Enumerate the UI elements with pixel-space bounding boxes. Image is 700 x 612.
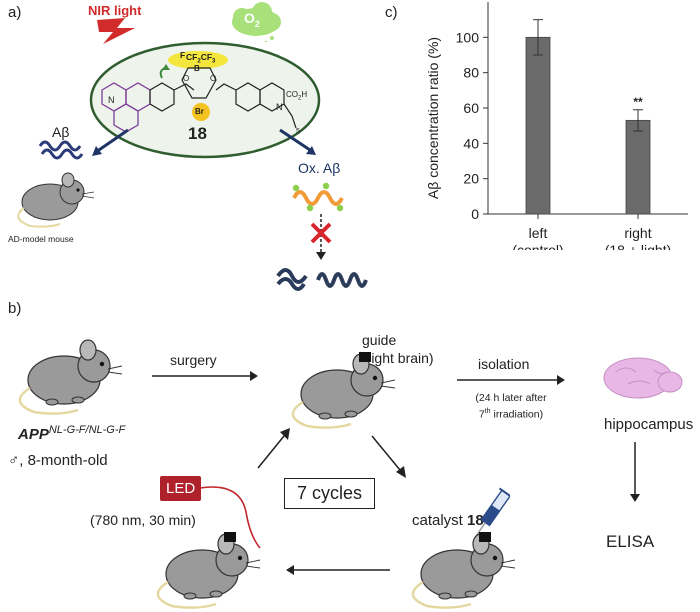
- y-tick-label: 80: [463, 65, 479, 81]
- co2h-label: CO2H: [286, 90, 308, 102]
- chart-ylabel: Aβ concentration ratio (%): [425, 37, 441, 199]
- isolation-timing-note: (24 h later after 7th irradiation): [475, 392, 547, 421]
- y-tick-label: 100: [456, 29, 480, 45]
- bf2-group-label: F: [180, 50, 186, 60]
- mouse-irradiation-icon: [150, 532, 260, 610]
- chart-axes: 0 20 40 60 80 100: [456, 2, 688, 222]
- oxygen-left-label: O: [183, 74, 190, 83]
- catalyst-label: catalyst 18: [412, 512, 484, 529]
- lightning-icon: [97, 18, 135, 44]
- catalyst-ellipse: [89, 41, 321, 159]
- oxidized-abeta-icon: [292, 182, 344, 212]
- bromine-label: Br: [195, 107, 204, 116]
- mouse-injection-icon: [405, 532, 515, 610]
- x-tick-label-line1: left: [529, 225, 548, 241]
- ad-model-mouse-caption: AD-model mouse: [8, 234, 74, 244]
- compound-number-18: 18: [188, 124, 207, 143]
- hippocampus-label: hippocampus: [604, 416, 694, 433]
- abeta-fiber-icon: [38, 140, 84, 160]
- genotype-label: APPNL-G-F/NL-G-F: [18, 424, 126, 443]
- panel-label-a: a): [8, 4, 22, 21]
- y-tick-label: 0: [471, 206, 479, 222]
- oxygen-right-label: O: [210, 74, 217, 83]
- led-parameters-label: (780 nm, 30 min): [90, 512, 196, 528]
- boron-label: B: [194, 64, 200, 73]
- o2-label: O2: [244, 10, 260, 29]
- subscript-5-label: 5: [296, 128, 300, 135]
- bar: [525, 36, 551, 215]
- y-tick-label: 40: [463, 135, 479, 151]
- arrow-isolation: [457, 375, 565, 385]
- mouse-guide-icon: [285, 352, 395, 430]
- ad-model-mouse-icon: [17, 172, 95, 228]
- surgery-label: surgery: [170, 352, 217, 368]
- bar: [625, 119, 651, 215]
- cf2cf3-label: CF2CF3: [186, 52, 216, 65]
- arrow-to-catalyst: [371, 435, 406, 478]
- guide-location-label: (right brain): [362, 350, 434, 366]
- chart-bars: **: [525, 19, 651, 215]
- led-box: LED: [160, 476, 202, 501]
- abeta-aggregates-icon: [276, 268, 368, 291]
- chart-xticks: left(control) right(18 + light): [512, 214, 671, 250]
- significance-mark: **: [633, 95, 643, 109]
- arrow-cycle-return: [257, 428, 290, 469]
- guide-label: guide: [362, 332, 397, 348]
- mouse-start-icon: [12, 336, 122, 416]
- arrow-to-irradiation: [286, 565, 390, 575]
- panel-label-c: c): [385, 4, 398, 21]
- arrow-to-elisa: [630, 442, 640, 502]
- ox-abeta-label: Ox. Aβ: [298, 160, 341, 176]
- sex-age-label: ♂, 8-month-old: [8, 452, 108, 469]
- y-tick-label: 60: [463, 100, 479, 116]
- x-tick-label-line2: (control): [512, 242, 563, 250]
- x-tick-label-line1: right: [624, 225, 651, 241]
- abeta-bar-chart: Aβ concentration ratio (%) 020406080100 …: [425, 2, 688, 250]
- abeta-label: Aβ: [52, 124, 70, 140]
- inhibition-cross-icon: [310, 214, 332, 260]
- panel-label-b: b): [8, 300, 22, 317]
- y-tick-label: 20: [463, 171, 479, 187]
- x-tick-label-line2: (18 + light): [605, 242, 672, 250]
- isolation-label: isolation: [478, 356, 530, 372]
- elisa-label: ELISA: [606, 532, 655, 551]
- led-cable: [199, 486, 261, 549]
- o2-cloud-icon: [232, 2, 281, 42]
- seven-cycles-box: 7 cycles: [284, 478, 376, 509]
- nitrogen-right-label: N: [276, 102, 283, 112]
- reaction-arrows: [92, 128, 316, 156]
- nitrogen-left-label: N: [108, 95, 115, 105]
- nir-light-label: NIR light: [88, 3, 142, 18]
- brain-icon: [603, 357, 683, 399]
- arrow-surgery: [152, 371, 258, 381]
